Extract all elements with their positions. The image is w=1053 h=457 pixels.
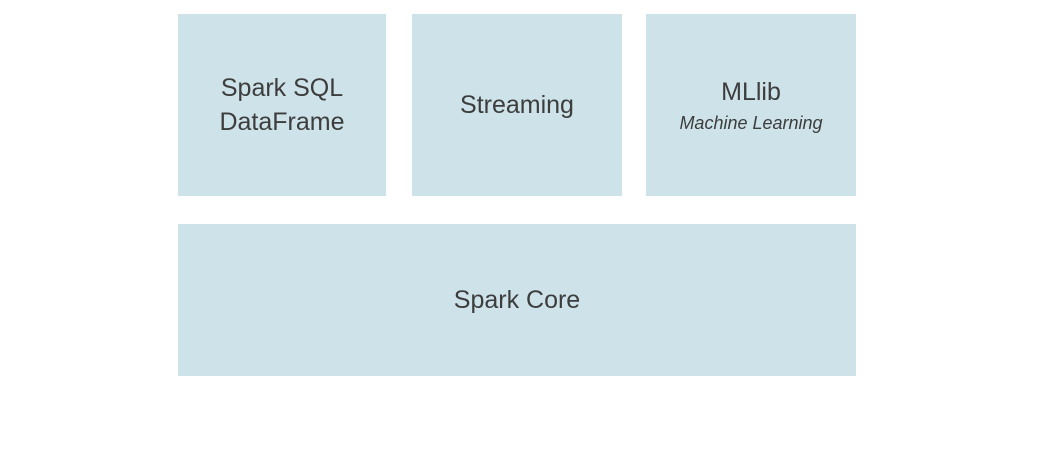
spark-core-box: Spark Core — [178, 224, 856, 376]
spark-sql-label-line1: Spark SQL — [220, 74, 344, 102]
mllib-label: MLlib — [721, 78, 781, 106]
spark-sql-box: Spark SQL DataFrame — [178, 14, 386, 196]
spark-sql-label-line2: DataFrame — [219, 108, 345, 136]
streaming-box: Streaming — [412, 14, 622, 196]
streaming-label: Streaming — [460, 91, 574, 119]
mllib-sublabel: Machine Learning — [679, 113, 823, 133]
spark-core-label: Spark Core — [453, 286, 581, 314]
mllib-box: MLlib Machine Learning — [646, 14, 856, 196]
